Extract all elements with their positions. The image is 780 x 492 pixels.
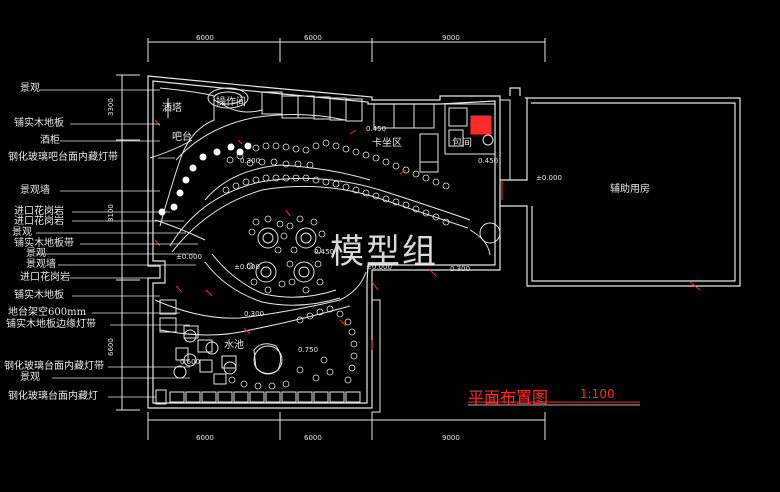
room-booth: 卡坐区 xyxy=(372,138,402,149)
water-feature xyxy=(253,299,381,413)
callout-wood-floor-2: 铺实木地板 xyxy=(14,290,64,301)
callout-leaders xyxy=(36,89,198,398)
level-mark-7: ±0.000 xyxy=(234,263,260,271)
level-mark-1: 0.450 xyxy=(366,125,387,133)
level-mark-5: ±0.000 xyxy=(176,253,202,261)
chairs xyxy=(222,139,450,390)
dim-bottom-1: 6000 xyxy=(196,434,214,442)
level-mark-9: 0.450 xyxy=(478,157,499,165)
level-mark-6: 0.300 xyxy=(450,265,471,273)
callout-glass-table-light: 钢化玻璃台面内藏灯 xyxy=(8,391,98,402)
callout-glass-bar-light: 钢化玻璃吧台面内藏灯带 xyxy=(8,152,118,163)
dim-top-1: 6000 xyxy=(196,34,214,42)
callout-granite-1: 进口花岗岩 xyxy=(14,206,64,217)
auxiliary-room-walls xyxy=(500,87,741,287)
dim-top-3: 9000 xyxy=(442,34,460,42)
callout-glass-table-light-strip: 钢化玻璃台面内藏灯带 xyxy=(4,361,104,372)
operation-booths xyxy=(261,91,439,173)
level-mark-8: ±0.000 xyxy=(366,263,392,271)
callout-wood-edge-light: 铺实木地板边缘灯带 xyxy=(6,319,96,330)
room-bar: 吧台 xyxy=(172,132,192,143)
level-mark-3: ±0.000 xyxy=(536,174,562,182)
callout-landscape-2: 景观 xyxy=(12,227,32,238)
red-fixture xyxy=(470,115,492,135)
room-water: 水池 xyxy=(224,340,244,351)
callout-granite-2: 进口花岗岩 xyxy=(14,216,64,227)
callout-landscape-3: 景观 xyxy=(26,248,46,259)
callout-landscape-wall-2: 景观墙 xyxy=(26,259,56,270)
private-room-wall xyxy=(444,103,496,155)
landscape-curves xyxy=(149,139,491,336)
room-operation: 操作间 xyxy=(216,97,246,108)
drawing-scale: 1:100 xyxy=(580,387,615,401)
level-mark-12: 0.600 xyxy=(180,358,201,366)
outer-walls xyxy=(147,75,501,409)
watermark-text: 模型组 xyxy=(330,232,438,272)
level-mark-11: 0.750 xyxy=(298,346,319,354)
drawing-title: 平面布置图 xyxy=(468,388,549,407)
callout-granite-3: 进口花岗岩 xyxy=(20,272,70,283)
callout-landscape-4: 景观 xyxy=(20,372,40,383)
dim-left-3: 6600 xyxy=(107,338,115,356)
callout-wood-floor-1: 铺实木地板 xyxy=(14,118,64,129)
callout-wine-cabinet: 酒柜 xyxy=(40,135,60,146)
callout-wood-floor-strip: 铺实木地板带 xyxy=(14,238,74,249)
red-markers xyxy=(154,119,701,403)
dim-left-2: 8100 xyxy=(107,204,115,222)
level-mark-2: 0.300 xyxy=(240,157,261,165)
callout-landscape-1: 景观 xyxy=(20,83,40,94)
level-mark-10: 0.300 xyxy=(244,310,265,318)
callout-landscape-wall-1: 景观墙 xyxy=(20,185,50,196)
bar-stools xyxy=(158,142,252,216)
dim-bottom-2: 6000 xyxy=(304,434,322,442)
room-wine-tower: 酒塔 xyxy=(162,103,182,114)
dim-bottom-3: 9000 xyxy=(442,434,460,442)
dim-left-1: 3300 xyxy=(107,98,115,116)
level-mark-4: 0.450 xyxy=(314,248,335,256)
callout-raised-platform: 地台架空600mm xyxy=(8,307,87,318)
room-auxiliary: 辅助用房 xyxy=(610,184,650,195)
room-private: 包间 xyxy=(452,138,472,149)
dim-top-2: 6000 xyxy=(304,34,322,42)
